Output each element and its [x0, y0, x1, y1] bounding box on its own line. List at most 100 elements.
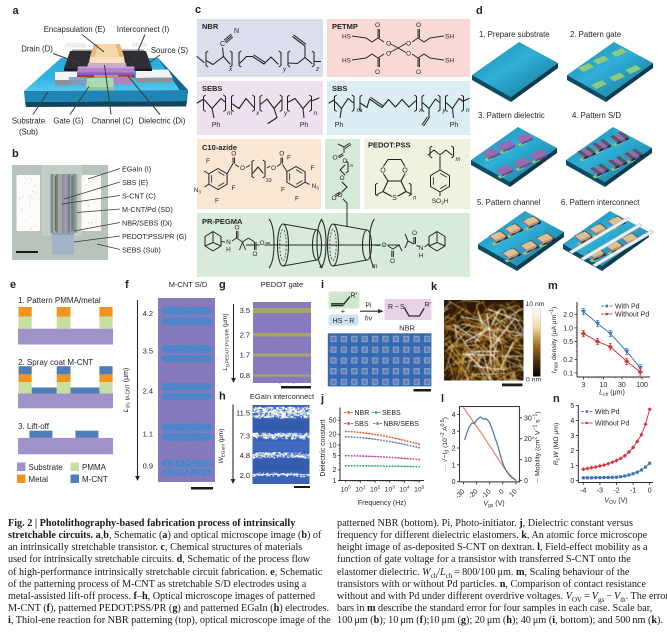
svg-text:O: O	[402, 168, 408, 175]
svg-text:0.8: 0.8	[240, 371, 250, 380]
svg-text:y: y	[442, 107, 447, 114]
svg-text:O: O	[386, 51, 391, 58]
svg-text:z: z	[315, 66, 320, 73]
svg-text:d: d	[476, 5, 483, 17]
svg-text:2.0: 2.0	[240, 471, 250, 480]
svg-text:NBR: NBR	[355, 410, 370, 417]
svg-text:O: O	[375, 69, 380, 76]
svg-text:Ph: Ph	[450, 122, 459, 129]
svg-text:10: 10	[329, 442, 337, 449]
svg-text:101: 101	[355, 485, 366, 494]
svg-text:EGaIn interconnect: EGaIn interconnect	[250, 392, 315, 401]
svg-text:R′: R′	[351, 293, 358, 300]
svg-text:— √−Id (10−2 A0.5): — √−Id (10−2 A0.5)	[440, 417, 451, 471]
svg-text:O: O	[271, 165, 276, 172]
svg-text:M-CNT: M-CNT	[82, 475, 108, 484]
svg-text:10: 10	[266, 178, 272, 184]
svg-text:1. Pattern PMMA/metal: 1. Pattern PMMA/metal	[18, 296, 101, 305]
svg-text:HS − R: HS − R	[333, 318, 355, 325]
svg-text:O: O	[342, 158, 347, 165]
svg-text:Substrate: Substrate	[29, 463, 64, 472]
svg-text:1. Prepare substrate: 1. Prepare substrate	[479, 30, 550, 39]
svg-text:PETMP: PETMP	[332, 22, 358, 31]
svg-text:0: 0	[524, 478, 528, 485]
svg-text:2. Pattern gate: 2. Pattern gate	[570, 30, 621, 39]
svg-text:O: O	[331, 195, 336, 202]
svg-text:4: 4	[570, 418, 574, 425]
svg-text:1.0: 1.0	[563, 325, 573, 332]
svg-text:2. Spray coat M-CNT: 2. Spray coat M-CNT	[18, 358, 93, 367]
svg-text:N: N	[419, 245, 424, 252]
svg-text:30: 30	[524, 415, 532, 422]
svg-text:1: 1	[333, 478, 337, 485]
svg-text:0 nm: 0 nm	[526, 377, 541, 384]
svg-text:R − S: R − S	[388, 304, 405, 311]
svg-text:3: 3	[570, 433, 574, 440]
svg-text:10: 10	[508, 488, 519, 499]
svg-text:0: 0	[648, 488, 652, 495]
svg-text:Lch (μm): Lch (μm)	[599, 390, 625, 399]
svg-text:PMMA: PMMA	[82, 463, 107, 472]
svg-text:105: 105	[414, 485, 425, 494]
svg-text:N3: N3	[312, 183, 320, 191]
svg-text:2.7: 2.7	[240, 330, 250, 339]
svg-text:Dielectric (Di): Dielectric (Di)	[139, 117, 186, 126]
svg-text:SH: SH	[445, 58, 454, 65]
svg-text:20: 20	[524, 436, 532, 443]
svg-text:Dielectric constant: Dielectric constant	[320, 419, 327, 476]
svg-text:NBR/SEBS: NBR/SEBS	[384, 421, 420, 428]
svg-text:3. Pattern dielectric: 3. Pattern dielectric	[478, 111, 545, 120]
svg-text:O: O	[386, 41, 391, 48]
svg-text:e: e	[10, 279, 16, 291]
svg-text:Vgs (V): Vgs (V)	[483, 501, 504, 510]
svg-text:0: 0	[570, 478, 574, 485]
svg-text:Ph: Ph	[335, 122, 344, 129]
svg-text:0.5: 0.5	[563, 339, 573, 346]
svg-text:With Pd: With Pd	[615, 304, 640, 311]
svg-text:O: O	[240, 165, 245, 172]
svg-text:10: 10	[600, 382, 608, 389]
svg-text:(Sub): (Sub)	[19, 128, 38, 137]
svg-text:SEBS: SEBS	[382, 410, 401, 417]
svg-text:O: O	[381, 242, 386, 249]
svg-text:y: y	[282, 66, 287, 73]
svg-text:5: 5	[333, 453, 337, 460]
svg-text:1.7: 1.7	[240, 351, 250, 360]
svg-text:l: l	[441, 393, 444, 405]
svg-text:Frequency (Hz): Frequency (Hz)	[358, 500, 406, 507]
svg-text:N: N	[226, 239, 231, 246]
svg-text:-3: -3	[597, 488, 603, 495]
svg-text:R′: R′	[425, 302, 432, 309]
svg-text:PEDOT:PSS: PEDOT:PSS	[368, 141, 411, 150]
svg-text:O: O	[380, 168, 386, 175]
svg-text:F: F	[215, 198, 219, 205]
svg-text:1: 1	[452, 462, 456, 469]
svg-text:104: 104	[399, 485, 410, 494]
svg-text:2: 2	[333, 467, 337, 474]
svg-text:HS: HS	[342, 58, 352, 65]
svg-text:F: F	[232, 185, 236, 192]
svg-text:WEGaIn (μm): WEGaIn (μm)	[218, 429, 226, 464]
svg-text:m: m	[227, 110, 233, 117]
svg-text:O: O	[332, 155, 337, 162]
svg-text:b: b	[12, 148, 19, 160]
svg-text:102: 102	[370, 485, 381, 494]
svg-text:Ph: Ph	[300, 122, 309, 129]
svg-text:O: O	[375, 22, 380, 29]
svg-text:m: m	[357, 107, 363, 114]
svg-text:PEDOT gate: PEDOT gate	[261, 280, 303, 289]
svg-text:x: x	[228, 66, 233, 73]
svg-text:Substrate: Substrate	[12, 117, 45, 126]
svg-text:2.0: 2.0	[563, 312, 573, 319]
svg-text:2.4: 2.4	[143, 387, 153, 396]
svg-text:-20: -20	[467, 488, 479, 500]
svg-text:-1: -1	[630, 488, 636, 495]
svg-text:1: 1	[570, 463, 574, 470]
svg-text:0: 0	[452, 479, 456, 486]
svg-text:m: m	[372, 263, 378, 270]
svg-text:F: F	[281, 187, 285, 194]
svg-text:O: O	[337, 192, 342, 199]
svg-text:3.5: 3.5	[143, 347, 153, 356]
svg-text:Without Pd: Without Pd	[595, 421, 629, 428]
svg-text:O: O	[390, 258, 395, 265]
